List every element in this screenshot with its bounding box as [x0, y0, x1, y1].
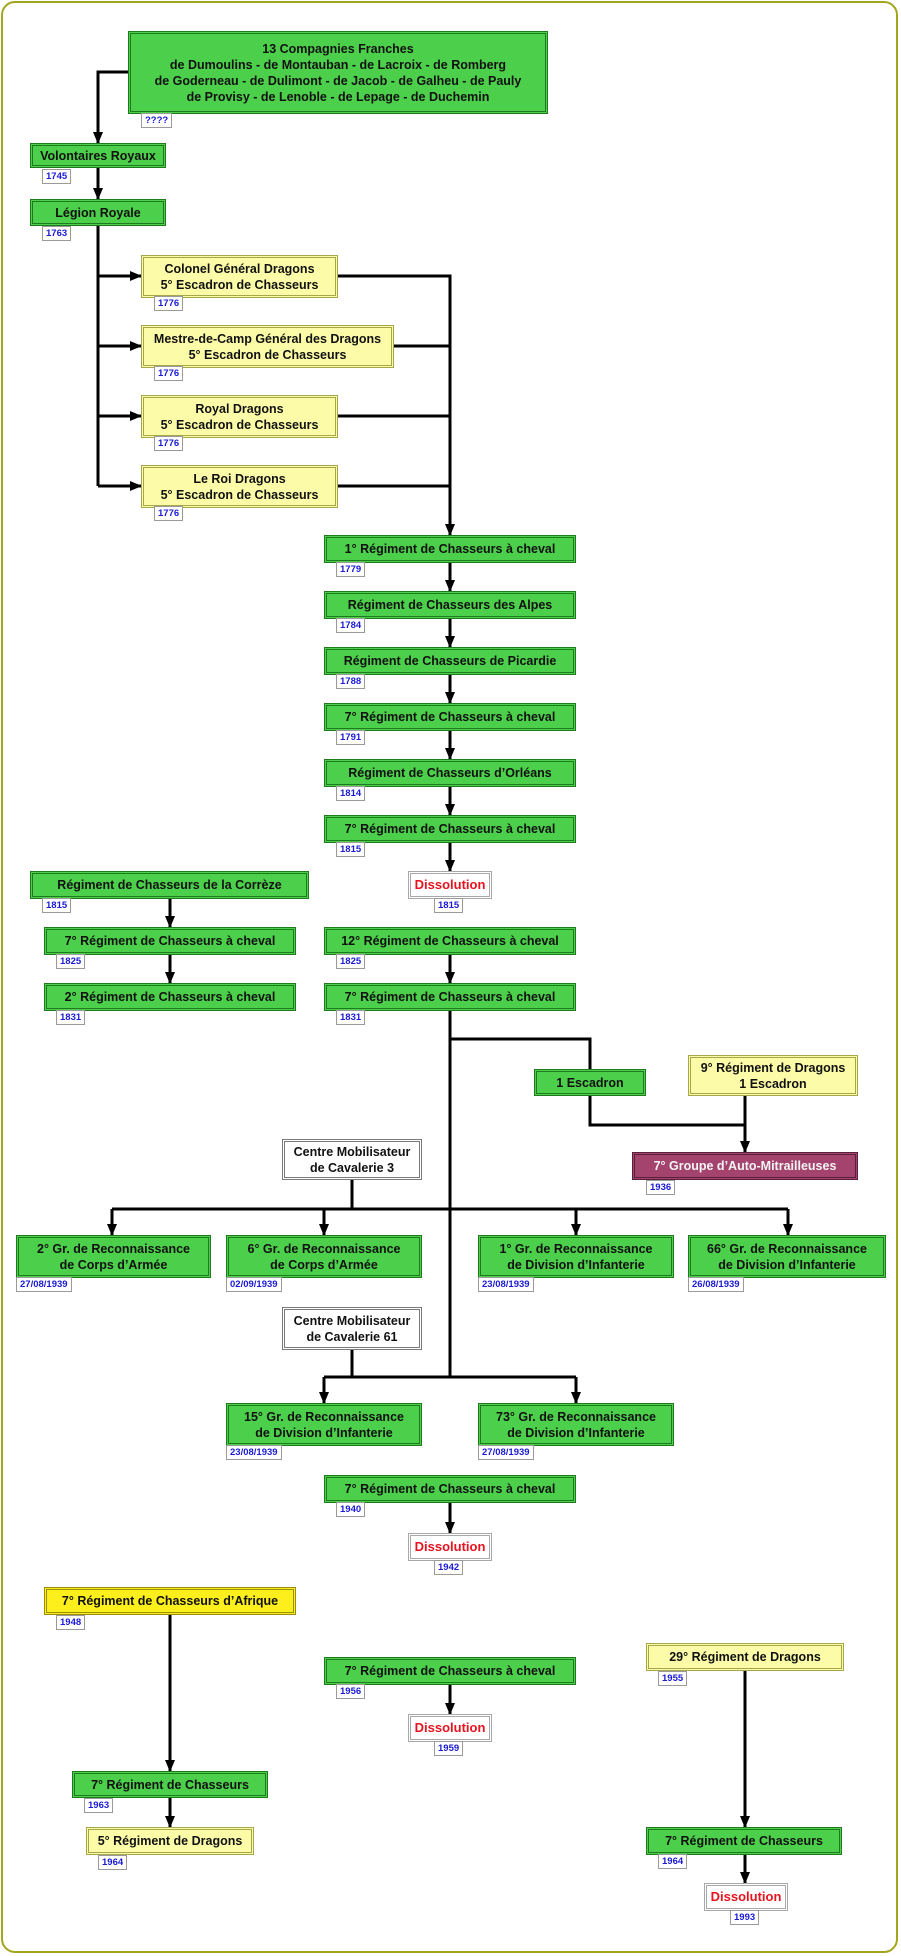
- date-tag-compagnies-franches: ????: [141, 113, 173, 128]
- node-grdi-15: 15° Gr. de Reconnaissance de Division d’…: [226, 1403, 422, 1446]
- date-tag-colonel-general-dragons: 1776: [154, 296, 184, 311]
- date-tag-legion-royale: 1763: [42, 226, 72, 241]
- node-colonel-general-dragons: Colonel Général Dragons 5° Escadron de C…: [141, 255, 338, 298]
- node-rcafrique-7: 7° Régiment de Chasseurs d’Afrique: [44, 1587, 296, 1615]
- node-legion-royale: Légion Royale: [30, 199, 166, 226]
- node-rc-7-1963: 7° Régiment de Chasseurs: [72, 1771, 268, 1798]
- date-tag-grca-2: 27/08/1939: [16, 1277, 72, 1292]
- node-dissolution-1993: Dissolution: [704, 1883, 788, 1911]
- date-tag-dissolution-1959: 1959: [434, 1741, 464, 1756]
- node-compagnies-franches: 13 Compagnies Franches de Dumoulins - de…: [128, 31, 548, 114]
- date-tag-le-roi-dragons: 1776: [154, 506, 184, 521]
- date-tag-grca-6: 02/09/1939: [226, 1277, 282, 1292]
- date-tag-alpes: 1784: [336, 618, 366, 633]
- date-tag-picardie: 1788: [336, 674, 366, 689]
- node-rca-7-1831: 7° Régiment de Chasseurs à cheval: [324, 983, 576, 1011]
- node-rca-12-1825: 12° Régiment de Chasseurs à cheval: [324, 927, 576, 955]
- node-orleans: Régiment de Chasseurs d’Orléans: [324, 759, 576, 787]
- date-tag-grdi-73: 27/08/1939: [478, 1445, 534, 1460]
- node-rd-9-escadron: 9° Régiment de Dragons 1 Escadron: [688, 1055, 858, 1096]
- node-dissolution-1959: Dissolution: [408, 1714, 492, 1742]
- date-tag-rca-12-1825: 1825: [336, 954, 366, 969]
- node-correze: Régiment de Chasseurs de la Corrèze: [30, 871, 309, 899]
- node-grdi-73: 73° Gr. de Reconnaissance de Division d’…: [478, 1403, 674, 1446]
- date-tag-dissolution-1815: 1815: [434, 898, 464, 913]
- date-tag-rca-7-1825-left: 1825: [56, 954, 86, 969]
- node-rca-7-1825-left: 7° Régiment de Chasseurs à cheval: [44, 927, 296, 955]
- date-tag-grdi-15: 23/08/1939: [226, 1445, 282, 1460]
- node-grdi-1: 1° Gr. de Reconnaissance de Division d’I…: [478, 1235, 674, 1278]
- node-rd-5: 5° Régiment de Dragons: [86, 1827, 254, 1855]
- node-picardie: Régiment de Chasseurs de Picardie: [324, 647, 576, 675]
- date-tag-volontaires-royaux: 1745: [42, 169, 72, 184]
- date-tag-rca-7-1791: 1791: [336, 730, 366, 745]
- node-cmc-61: Centre Mobilisateur de Cavalerie 61: [282, 1307, 422, 1350]
- date-tag-gam-7: 1936: [646, 1180, 676, 1195]
- date-tag-royal-dragons: 1776: [154, 436, 184, 451]
- date-tag-dissolution-1942: 1942: [434, 1560, 464, 1575]
- date-tag-rca-7-1940: 1940: [336, 1502, 366, 1517]
- node-grca-6: 6° Gr. de Reconnaissance de Corps d’Armé…: [226, 1235, 422, 1278]
- date-tag-rc-7-1963: 1963: [84, 1798, 114, 1813]
- date-tag-rca-2-1831: 1831: [56, 1010, 86, 1025]
- node-dissolution-1815: Dissolution: [408, 871, 492, 899]
- date-tag-grdi-66: 26/08/1939: [688, 1277, 744, 1292]
- node-rca-7-1815: 7° Régiment de Chasseurs à cheval: [324, 815, 576, 843]
- date-tag-rca-7-1815: 1815: [336, 842, 366, 857]
- node-rc-7-1964: 7° Régiment de Chasseurs: [646, 1827, 842, 1855]
- node-gam-7: 7° Groupe d’Auto-Mitrailleuses: [632, 1152, 858, 1180]
- date-tag-orleans: 1814: [336, 786, 366, 801]
- node-rca-7-1940: 7° Régiment de Chasseurs à cheval: [324, 1475, 576, 1503]
- date-tag-rd-29: 1955: [658, 1671, 688, 1686]
- date-tag-rca-7-1831: 1831: [336, 1010, 366, 1025]
- node-royal-dragons: Royal Dragons 5° Escadron de Chasseurs: [141, 395, 338, 438]
- date-tag-dissolution-1993: 1993: [730, 1910, 760, 1925]
- date-tag-mestre-de-camp: 1776: [154, 366, 184, 381]
- node-rca-2-1831: 2° Régiment de Chasseurs à cheval: [44, 983, 296, 1011]
- node-rca-7-1791: 7° Régiment de Chasseurs à cheval: [324, 703, 576, 731]
- date-tag-rcafrique-7: 1948: [56, 1615, 86, 1630]
- node-alpes: Régiment de Chasseurs des Alpes: [324, 591, 576, 619]
- date-tag-rca-7-1956: 1956: [336, 1684, 366, 1699]
- node-rd-29: 29° Régiment de Dragons: [646, 1643, 844, 1671]
- node-le-roi-dragons: Le Roi Dragons 5° Escadron de Chasseurs: [141, 465, 338, 508]
- node-un-escadron: 1 Escadron: [534, 1069, 646, 1096]
- date-tag-rd-5: 1964: [98, 1855, 128, 1870]
- date-tag-rc-7-1964: 1964: [658, 1854, 688, 1869]
- node-dissolution-1942: Dissolution: [408, 1533, 492, 1561]
- node-mestre-de-camp: Mestre-de-Camp Général des Dragons 5° Es…: [141, 325, 394, 368]
- date-tag-correze: 1815: [42, 898, 72, 913]
- node-cmc-3: Centre Mobilisateur de Cavalerie 3: [282, 1139, 422, 1180]
- node-grdi-66: 66° Gr. de Reconnaissance de Division d’…: [688, 1235, 886, 1278]
- node-rca-7-1956: 7° Régiment de Chasseurs à cheval: [324, 1657, 576, 1685]
- date-tag-rca-1-1779: 1779: [336, 562, 366, 577]
- node-rca-1-1779: 1° Régiment de Chasseurs à cheval: [324, 535, 576, 563]
- node-grca-2: 2° Gr. de Reconnaissance de Corps d’Armé…: [16, 1235, 211, 1278]
- date-tag-grdi-1: 23/08/1939: [478, 1277, 534, 1292]
- node-volontaires-royaux: Volontaires Royaux: [30, 143, 166, 168]
